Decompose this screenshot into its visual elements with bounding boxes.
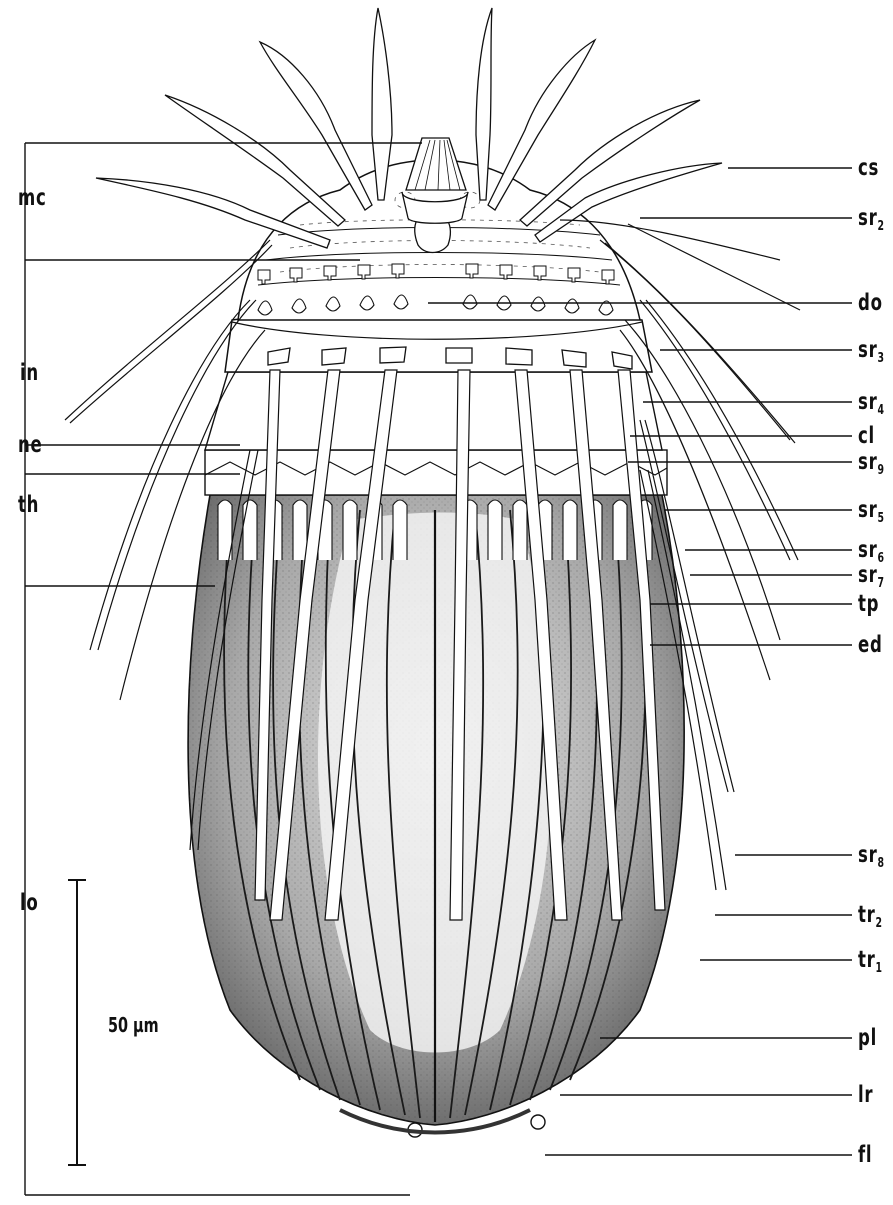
label-ed: ed (858, 634, 883, 660)
label-sr3: sr3 (858, 339, 884, 365)
label-tp: tp (858, 593, 879, 619)
label-do: do (858, 292, 883, 318)
label-sr8: sr8 (858, 844, 884, 870)
label-cl: cl (858, 425, 875, 451)
label-mc: mc (18, 187, 47, 210)
label-lo: lo (20, 892, 38, 915)
label-in: in (20, 362, 39, 385)
label-tr2: tr2 (858, 904, 882, 930)
label-fl: fl (858, 1144, 872, 1170)
label-ne: ne (18, 434, 42, 457)
label-pl: pl (858, 1027, 877, 1053)
scale-bar-label: 50 µm (108, 1013, 159, 1037)
label-sr9: sr9 (858, 451, 884, 477)
label-sr4: sr4 (858, 391, 884, 417)
label-cs: cs (858, 157, 879, 183)
label-sr2: sr2 (858, 207, 884, 233)
scale-bar (68, 880, 86, 1165)
label-sr7: sr7 (858, 564, 884, 590)
label-sr5: sr5 (858, 499, 884, 525)
label-lr: lr (858, 1084, 873, 1110)
apical-cone (402, 138, 468, 223)
label-tr1: tr1 (858, 949, 882, 975)
label-th: th (18, 494, 39, 517)
